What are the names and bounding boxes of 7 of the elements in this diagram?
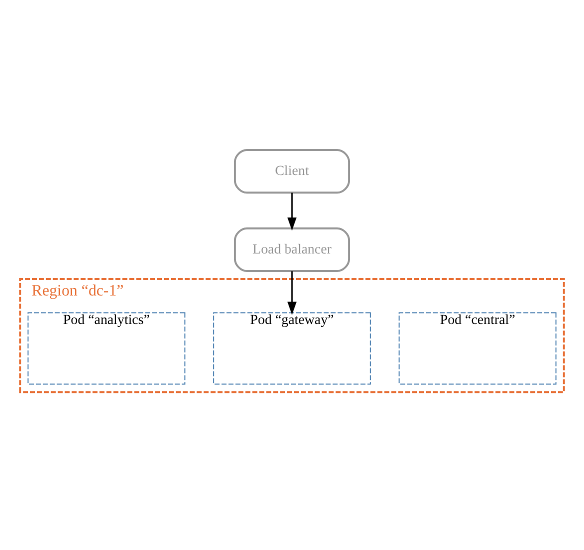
arrow	[287, 271, 297, 315]
node-box: Pod “central”	[398, 312, 556, 385]
node-box: Client	[234, 148, 350, 194]
node-box: Pod “analytics”	[28, 312, 186, 385]
arrow	[287, 192, 297, 231]
node-box: Pod “gateway”	[213, 312, 371, 385]
node-box: Load balancer	[234, 227, 350, 272]
